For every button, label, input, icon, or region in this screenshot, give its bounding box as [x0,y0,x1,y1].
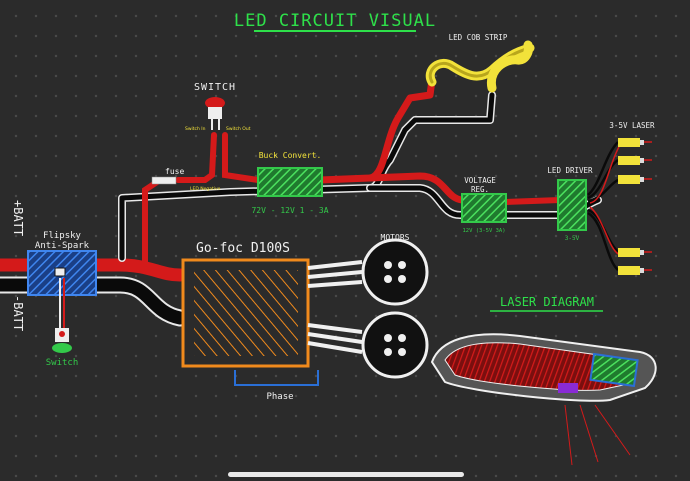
fuse-label: fuse [165,167,184,176]
motor-2 [361,311,429,379]
antispark-label: Anti-Spark [35,241,90,251]
led-negative-label: LED Negative [190,186,221,192]
fused-positive-wire [142,76,563,271]
vreg-spec-label: 12V (3-5V 3A) [462,228,505,234]
switch-top-label: SWITCH [194,82,236,93]
laser-module [618,138,652,147]
vreg-label-2: REG. [471,185,489,194]
driver-label: LED DRIVER [547,166,593,175]
esc-hatch [194,270,298,356]
antispark-plug [54,267,66,277]
laser-module [618,248,652,257]
motor-1 [361,238,429,306]
phase-label: Phase [266,392,293,402]
phase-bracket [234,370,319,386]
buck-spec-label: 72V - 12V 1 - 3A [251,206,328,215]
minus-batt-label: -BATT [11,295,25,331]
laser-diagram-title: LASER DIAGRAM [500,295,594,309]
laser-emitter [558,383,578,393]
cob-label: LED COB STRIP [449,33,508,42]
negative-battery-wire [0,278,187,325]
led-cob-strip [425,40,535,93]
esc-label: Go-foc D100S [196,241,290,256]
motors-label: MOTORS [381,233,410,242]
laser-wires [587,141,621,271]
vreg-label: VOLTAGE [464,176,496,185]
plus-batt-label: +BATT [11,200,25,236]
laser-module [618,156,652,165]
positive-battery-wire [0,258,187,282]
switch-in-label: Switch In [185,126,206,132]
antispark-switch [52,328,72,353]
phase-wires [307,260,363,354]
laser-module [618,175,652,184]
flipsky-label: Flipsky [43,231,82,241]
switch-bottom-label: Switch [46,358,79,368]
battery-wires [0,258,189,327]
fuse [151,176,177,185]
main-switch [205,97,225,130]
voltage-regulator [461,193,507,223]
diagram-title: LED CIRCUIT VISUAL [234,11,436,31]
home-indicator[interactable] [228,472,464,477]
switch-out-label: Switch Out [226,126,251,132]
lasers-label: 3-5V LASER [609,121,655,130]
laser-module [618,266,652,275]
laser-board-drawing [430,333,657,466]
buck-converter [257,167,323,197]
led-driver [557,179,587,231]
buck-label: Buck Convert. [259,151,322,160]
driver-spec-label: 3-5V [565,235,580,242]
laser-modules [618,138,652,275]
